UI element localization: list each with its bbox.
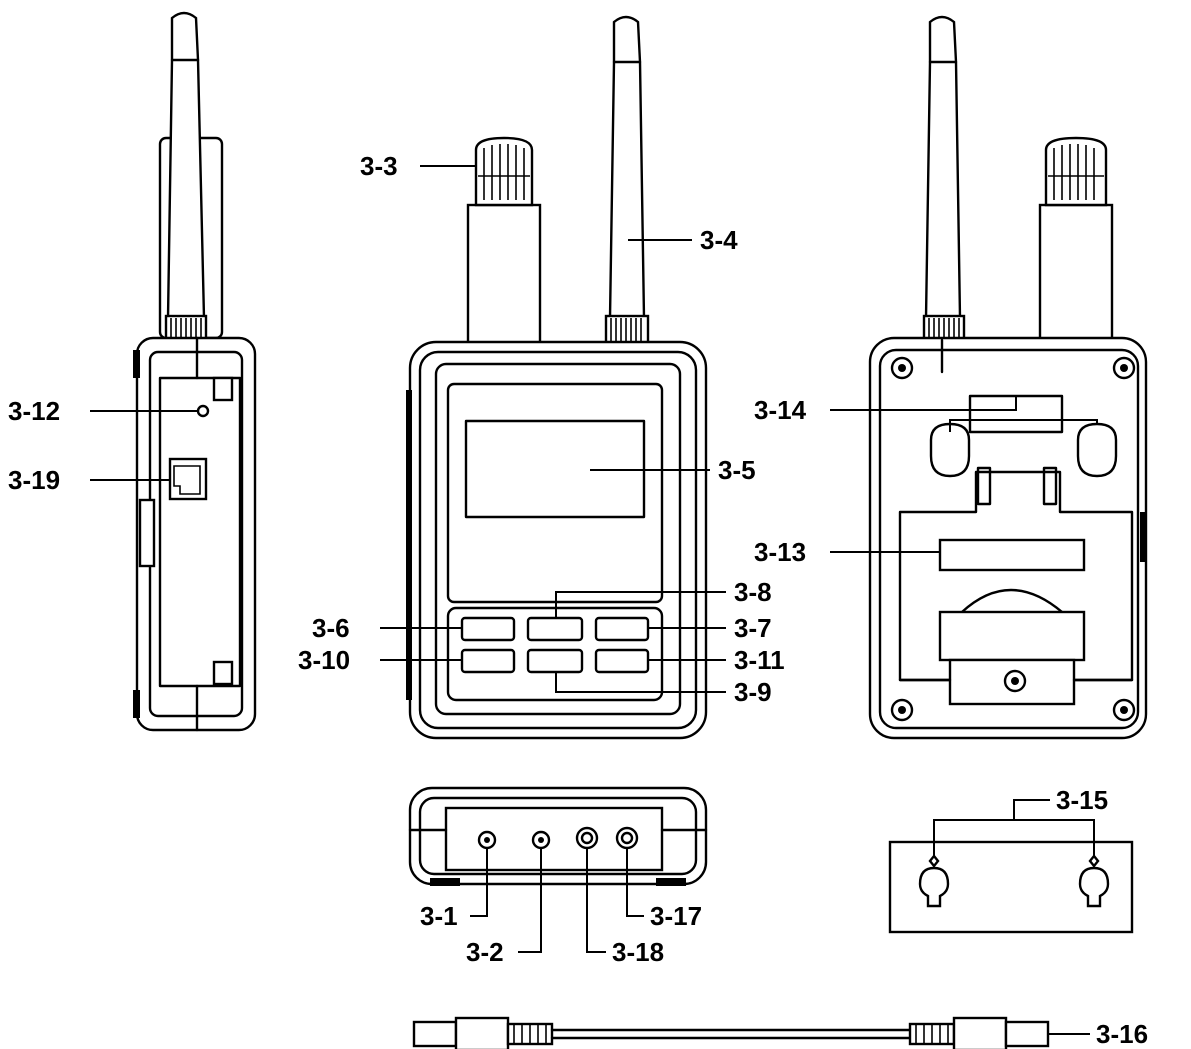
bottom-view bbox=[408, 786, 708, 886]
label-3-11: 3-11 bbox=[734, 645, 785, 675]
label-3-15: 3-15 bbox=[1056, 785, 1108, 815]
back-view bbox=[868, 15, 1148, 740]
leader-lines bbox=[90, 165, 1098, 1035]
label-3-9: 3-9 bbox=[734, 677, 772, 707]
cable bbox=[412, 1016, 1050, 1049]
label-3-13: 3-13 bbox=[754, 537, 806, 567]
callout-labels: 3-3 3-4 3-5 3-8 3-6 3-7 3-10 3-11 3-9 3-… bbox=[8, 151, 1148, 1049]
label-3-1: 3-1 bbox=[420, 901, 458, 931]
label-3-5: 3-5 bbox=[718, 455, 756, 485]
label-3-18: 3-18 bbox=[612, 937, 664, 967]
label-3-17: 3-17 bbox=[650, 901, 702, 931]
label-3-2: 3-2 bbox=[466, 937, 504, 967]
label-3-14: 3-14 bbox=[754, 395, 807, 425]
label-3-6: 3-6 bbox=[312, 613, 350, 643]
front-view bbox=[406, 15, 708, 740]
label-3-4: 3-4 bbox=[700, 225, 738, 255]
label-3-16: 3-16 bbox=[1096, 1019, 1148, 1049]
side-view bbox=[133, 11, 257, 732]
label-3-3: 3-3 bbox=[360, 151, 398, 181]
label-3-12: 3-12 bbox=[8, 396, 60, 426]
label-3-8: 3-8 bbox=[734, 577, 772, 607]
label-3-7: 3-7 bbox=[734, 613, 772, 643]
label-3-19: 3-19 bbox=[8, 465, 60, 495]
label-3-10: 3-10 bbox=[298, 645, 350, 675]
mount-plate bbox=[888, 840, 1134, 934]
